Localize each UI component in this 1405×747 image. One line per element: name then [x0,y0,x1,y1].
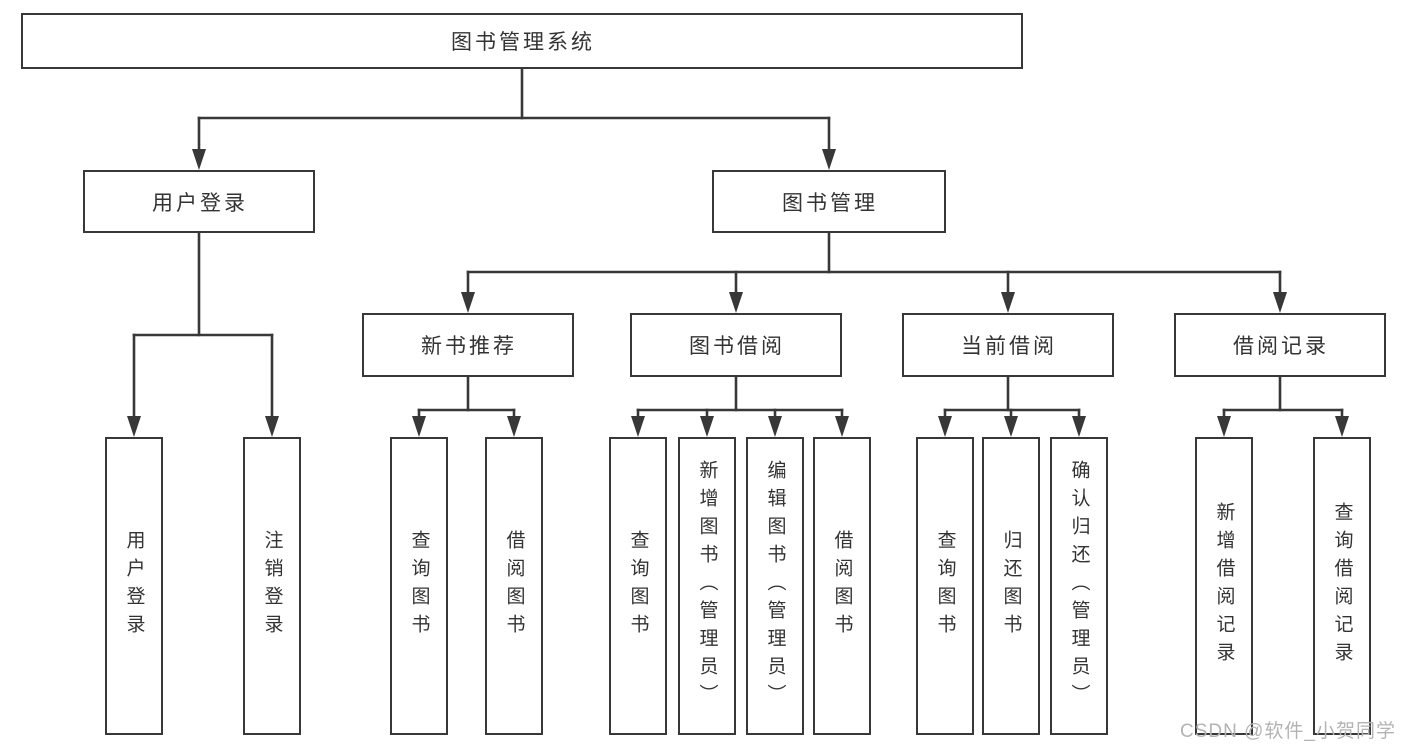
node-leaf-return-book: 归还图书 [982,437,1040,735]
connector-user-login [127,231,279,437]
node-leaf-add-book-label: 新增图书（管理员） [696,460,718,712]
node-root-label: 图书管理系统 [451,31,595,54]
node-leaf-query-borrow-record: 查询借阅记录 [1313,437,1371,735]
connector-book-mgmt [461,231,1287,313]
node-current-borrow-label: 当前借阅 [961,335,1057,358]
node-root: 图书管理系统 [21,13,1023,69]
connector-book-borrow [631,375,849,437]
connector-current-borrow [938,375,1086,437]
node-leaf-logout-label: 注销登录 [261,530,283,642]
node-leaf-return-book-label: 归还图书 [1000,530,1022,642]
node-borrow-records-label: 借阅记录 [1233,335,1329,358]
node-new-book-recommend: 新书推荐 [362,313,574,377]
node-borrow-records: 借阅记录 [1174,313,1386,377]
node-leaf-query-book-rec: 查询图书 [390,437,448,735]
node-leaf-add-book: 新增图书（管理员） [678,437,736,735]
node-leaf-confirm-return: 确认归还（管理员） [1050,437,1108,735]
node-leaf-borrow-book-rec: 借阅图书 [485,437,543,735]
node-leaf-query-book-current: 查询图书 [916,437,974,735]
connector-borrow-records [1217,375,1349,437]
node-user-login: 用户登录 [83,170,315,233]
node-current-borrow: 当前借阅 [902,313,1114,377]
node-book-mgmt: 图书管理 [712,170,946,233]
connector-root [192,67,836,170]
node-leaf-edit-book: 编辑图书（管理员） [746,437,804,735]
node-leaf-add-borrow-record: 新增借阅记录 [1195,437,1253,735]
node-leaf-query-borrow-record-label: 查询借阅记录 [1331,502,1353,670]
node-new-book-recommend-label: 新书推荐 [421,335,517,358]
node-leaf-query-book-current-label: 查询图书 [934,530,956,642]
node-leaf-borrow-book: 借阅图书 [813,437,871,735]
node-book-borrow-label: 图书借阅 [689,335,785,358]
node-leaf-borrow-book-label: 借阅图书 [831,530,853,642]
node-leaf-logout: 注销登录 [243,437,301,735]
node-leaf-user-login: 用户登录 [105,437,163,735]
node-leaf-query-book-borrow: 查询图书 [609,437,667,735]
node-leaf-query-book-borrow-label: 查询图书 [627,530,649,642]
node-leaf-edit-book-label: 编辑图书（管理员） [764,460,786,712]
csdn-watermark: CSDN @软件_小贺同学 [1180,721,1396,742]
node-leaf-confirm-return-label: 确认归还（管理员） [1068,460,1090,712]
node-leaf-borrow-book-rec-label: 借阅图书 [503,530,525,642]
node-book-mgmt-label: 图书管理 [782,191,878,215]
node-leaf-query-book-rec-label: 查询图书 [408,530,430,642]
node-leaf-add-borrow-record-label: 新增借阅记录 [1213,502,1235,670]
node-book-borrow: 图书借阅 [630,313,842,377]
node-leaf-user-login-label: 用户登录 [123,530,145,642]
node-user-login-label: 用户登录 [152,191,248,215]
connector-new-book-rec [412,375,521,437]
